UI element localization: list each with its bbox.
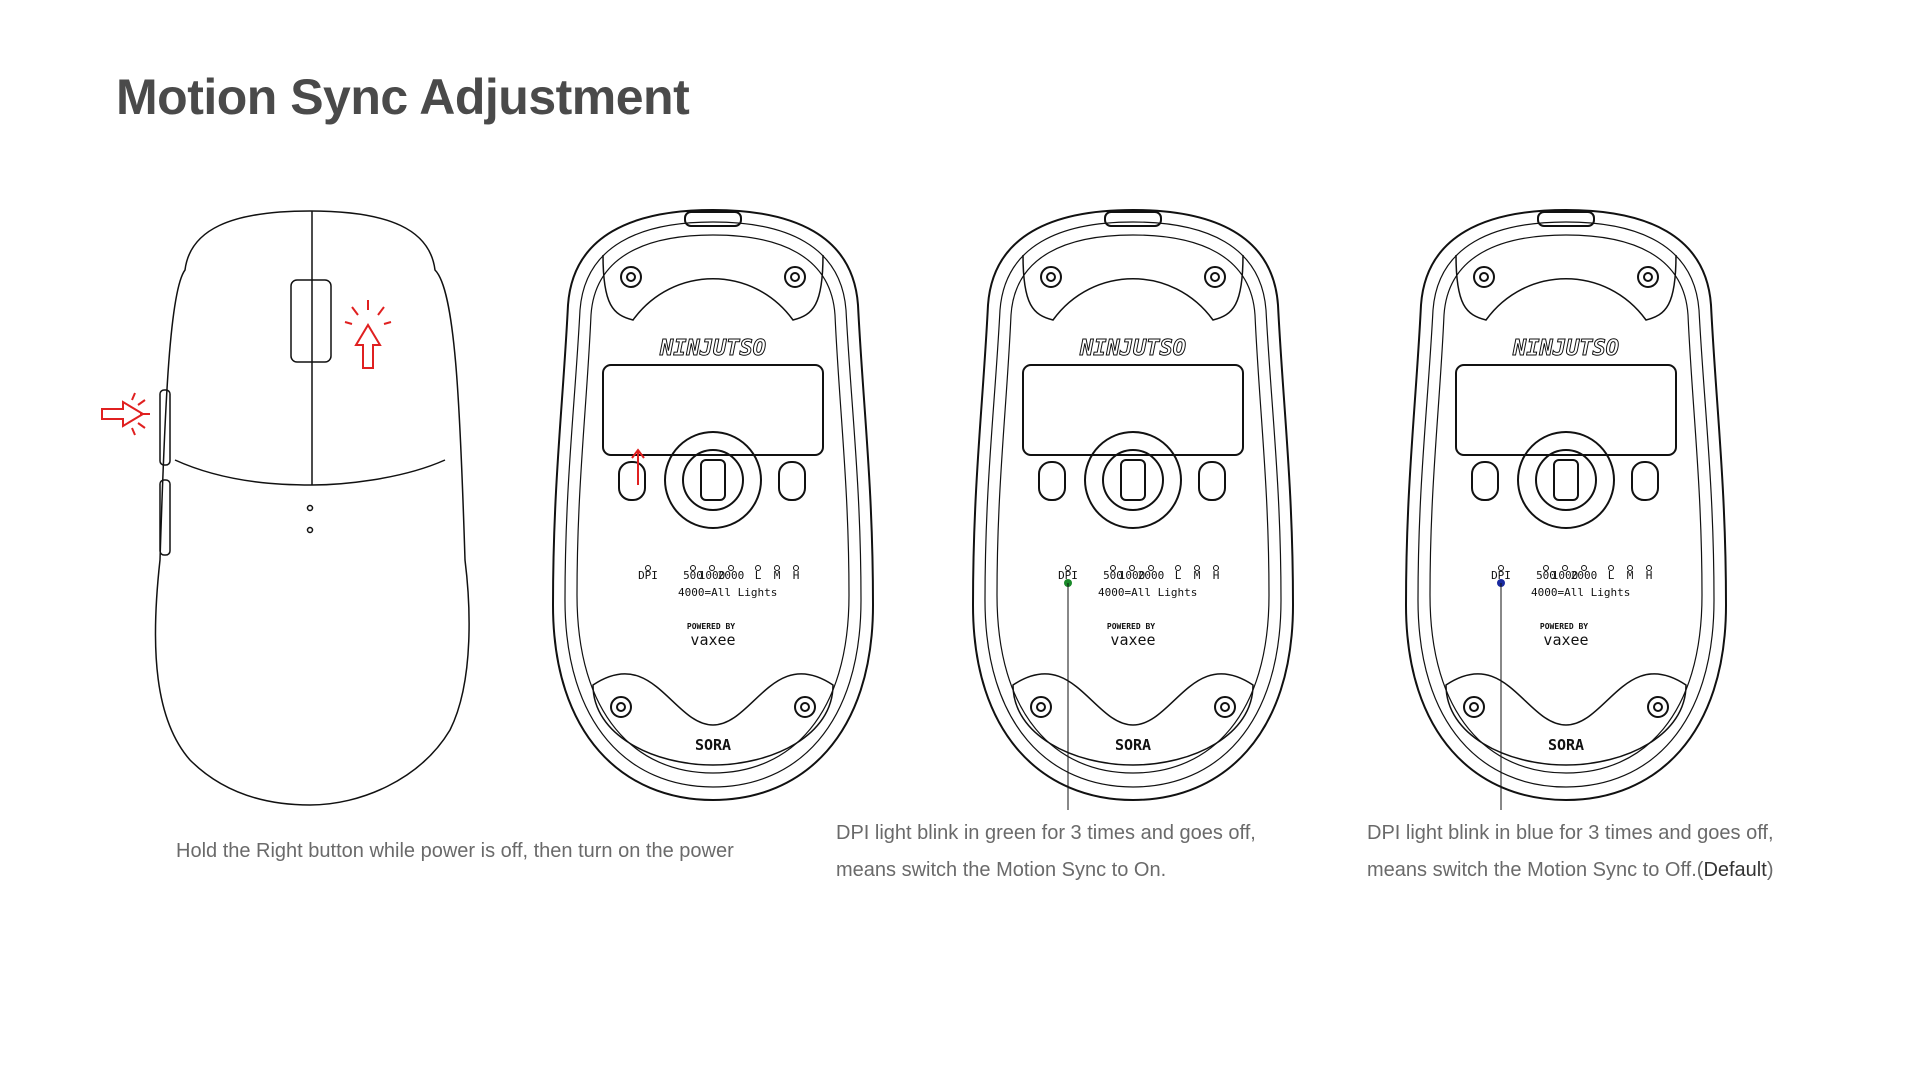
all-lights-label: 4000=All Lights: [1531, 586, 1630, 599]
bottom-view-mouse-1: [552, 209, 874, 801]
side-button-indicator-icon: [101, 392, 150, 436]
step3-line2: means switch the Motion Sync to Off.(Def…: [1367, 852, 1774, 889]
all-lights-label: 4000=All Lights: [1098, 586, 1197, 599]
dpi-2000: 2000: [718, 569, 745, 582]
step2-caption: DPI light blink in green for 3 times and…: [836, 815, 1256, 889]
dpi-500: 500: [1103, 569, 1123, 582]
powered-by: POWERED BY: [687, 622, 735, 631]
h-label: H: [1646, 569, 1653, 582]
step2-line1: DPI light blink in green for 3 times and…: [836, 822, 1256, 844]
dpi-label: DPI: [1491, 569, 1511, 582]
page-title: Motion Sync Adjustment: [116, 69, 690, 125]
dpi-2000: 2000: [1571, 569, 1598, 582]
step3-line2-text: means switch the Motion Sync to Off.(: [1367, 859, 1704, 881]
h-label: H: [1213, 569, 1220, 582]
arrow-up-icon: [631, 448, 645, 485]
bottom-view-mouse-3: [1405, 209, 1727, 810]
dpi-label: DPI: [1058, 569, 1078, 582]
h-label: H: [793, 569, 800, 582]
l-label: L: [755, 569, 762, 582]
model-label: SORA: [1548, 736, 1584, 754]
partner-logo: vaxee: [1543, 631, 1588, 649]
step3-line1: DPI light blink in blue for 3 times and …: [1367, 822, 1774, 844]
step3-suffix: ): [1766, 859, 1774, 881]
dpi-1000: 1000: [1119, 569, 1146, 582]
model-label: SORA: [1115, 736, 1151, 754]
partner-logo: vaxee: [1110, 631, 1155, 649]
m-label: M: [774, 569, 781, 582]
dpi-1000: 1000: [699, 569, 726, 582]
step2-line2: means switch the Motion Sync to On.: [836, 859, 1167, 881]
powered-by: POWERED BY: [1107, 622, 1155, 631]
dpi-label: DPI: [638, 569, 658, 582]
step1-caption: Hold the Right button while power is off…: [176, 840, 734, 862]
step3-caption: DPI light blink in blue for 3 times and …: [1367, 815, 1774, 889]
brand-label: NINJUTSO: [1079, 336, 1186, 361]
powered-by: POWERED BY: [1540, 622, 1588, 631]
model-label: SORA: [695, 736, 731, 754]
dpi-500: 500: [683, 569, 703, 582]
default-label: Default: [1703, 859, 1767, 881]
bottom-view-mouse-2: [972, 209, 1294, 810]
brand-label: NINJUTSO: [659, 336, 766, 361]
m-label: M: [1627, 569, 1634, 582]
all-lights-label: 4000=All Lights: [678, 586, 777, 599]
top-view-mouse: [154, 210, 470, 806]
m-label: M: [1194, 569, 1201, 582]
dpi-500: 500: [1536, 569, 1556, 582]
dpi-2000: 2000: [1138, 569, 1165, 582]
brand-label: NINJUTSO: [1512, 336, 1619, 361]
l-label: L: [1175, 569, 1182, 582]
dpi-1000: 1000: [1552, 569, 1579, 582]
l-label: L: [1608, 569, 1615, 582]
partner-logo: vaxee: [690, 631, 735, 649]
right-click-indicator-icon: [344, 300, 392, 369]
